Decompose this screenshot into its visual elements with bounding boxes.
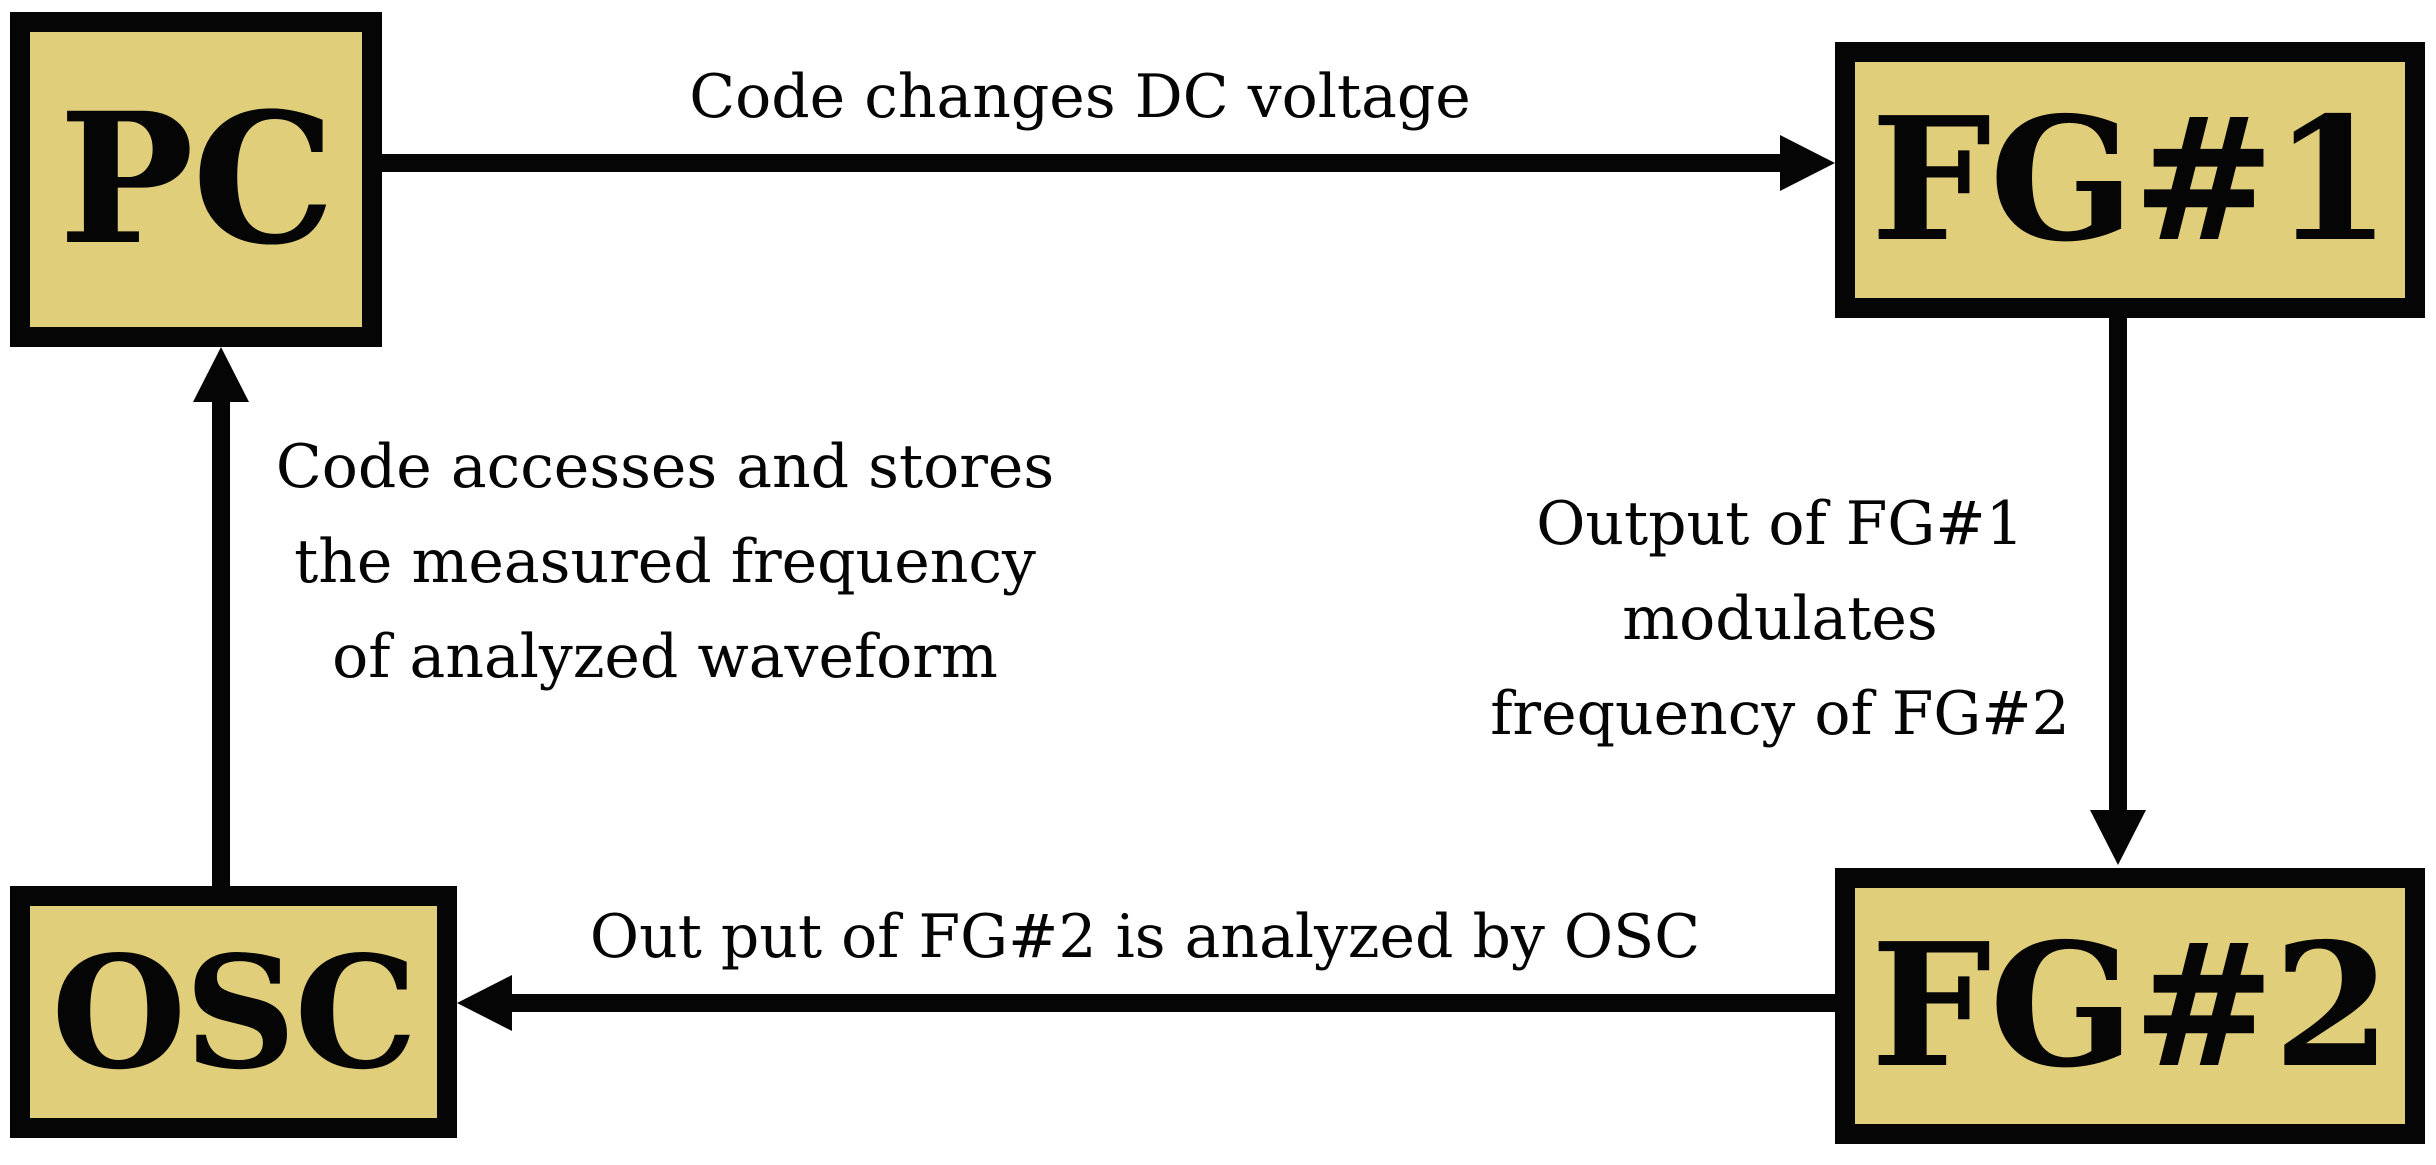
edge-label-line: of analyzed waveform <box>332 622 998 692</box>
arrow-fg2-to-osc <box>457 975 1835 1031</box>
edge-label-fg2-to-osc: Out put of FG#2 is analyzed by OSC <box>589 902 1701 972</box>
arrow-pc-to-fg1 <box>382 135 1835 191</box>
osc-node: OSC <box>10 886 457 1138</box>
fg1-node: FG#1 <box>1835 42 2425 318</box>
edge-label-line: Code accesses and stores <box>275 432 1055 502</box>
edge-label-line: frequency of FG#2 <box>1490 679 2070 749</box>
arrow-fg1-to-fg2 <box>2090 318 2146 865</box>
pc-node: PC <box>10 12 382 347</box>
edge-label-line: Output of FG#1 <box>1536 489 2024 559</box>
fg2-node-label: FG#2 <box>1870 906 2392 1106</box>
osc-node-label: OSC <box>51 920 417 1104</box>
edge-label-osc-to-pc: Code accesses and stores the measured fr… <box>215 420 1115 705</box>
fg1-node-label: FG#1 <box>1870 80 2392 280</box>
arrow-osc-to-pc <box>193 347 249 886</box>
pc-node-label: PC <box>58 73 336 285</box>
edge-label-pc-to-fg1: Code changes DC voltage <box>689 62 1471 132</box>
edge-label-line: the measured frequency <box>294 527 1036 597</box>
fg2-node: FG#2 <box>1835 868 2425 1144</box>
edge-label-fg1-to-fg2: Output of FG#1 modulates frequency of FG… <box>1430 477 2130 762</box>
edge-label-line: modulates <box>1622 584 1938 654</box>
